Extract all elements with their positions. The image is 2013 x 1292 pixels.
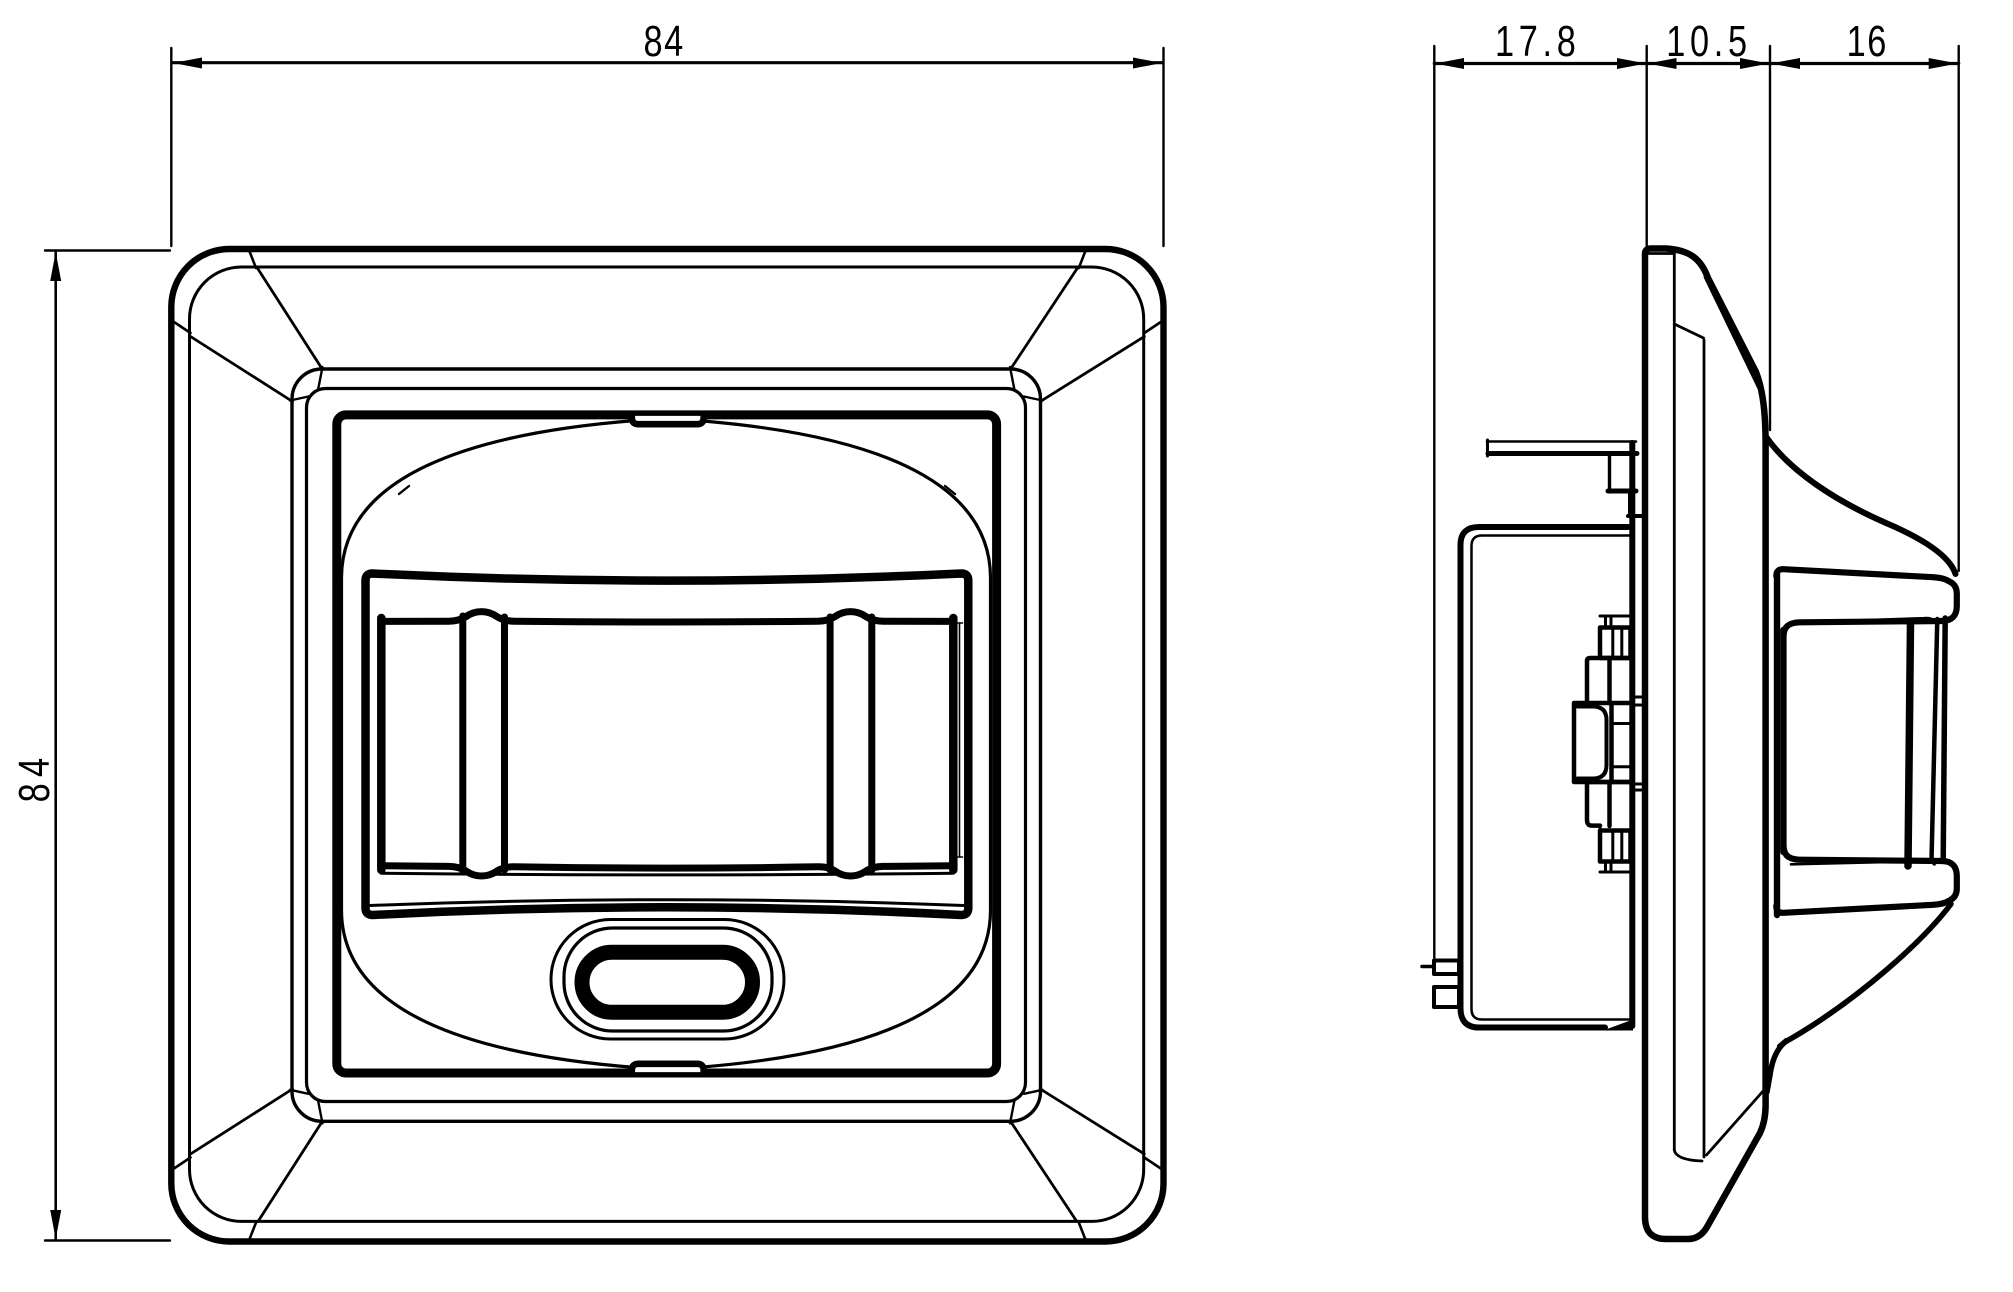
svg-text:17.8: 17.8 [1495,17,1580,66]
svg-text:10.5: 10.5 [1666,17,1751,66]
svg-text:84: 84 [10,752,59,803]
svg-text:16: 16 [1847,17,1888,66]
svg-text:84: 84 [644,17,685,66]
